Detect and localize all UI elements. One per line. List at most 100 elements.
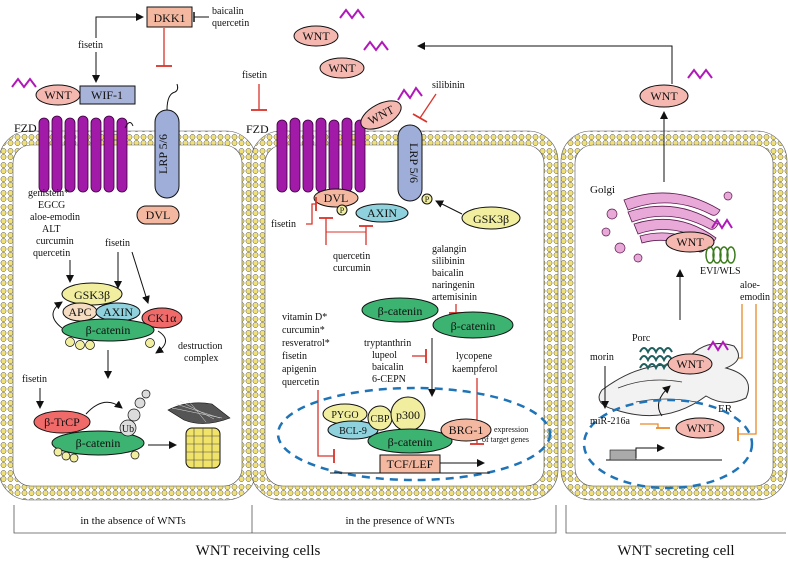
- wnt-middle-squiggle: [397, 86, 423, 101]
- gsk-middle: [461, 206, 521, 230]
- silibinin-inhibit: [419, 93, 437, 119]
- mir216a-label: miR-216a: [590, 416, 631, 427]
- wnt-right-top: [639, 84, 689, 108]
- aloe-emodin-line1: aloe-: [740, 280, 760, 291]
- wnt-golgi-label: WNT: [676, 235, 704, 249]
- wnt-right-top-label: WNT: [650, 89, 678, 103]
- dvl-left-label: DVL: [146, 208, 171, 222]
- axin-middle: [355, 203, 409, 223]
- gsk-middle-label: GSK3β: [473, 212, 509, 226]
- dkk1-inhibitor-1: baicalin: [212, 6, 244, 17]
- bcat-inhibitor-4: 6-CEPN: [372, 374, 406, 385]
- gsk-middle-inhibitor-2: silibinin: [432, 256, 465, 267]
- wif1-label: WIF-1: [91, 88, 123, 102]
- aloe-emodin-line2: emodin: [740, 292, 770, 303]
- bcl9-label: BCL-9: [339, 426, 367, 437]
- fzd-middle-label: FZD: [246, 122, 269, 136]
- btrcp-ub-arrow: [85, 400, 123, 415]
- secreting-cell-label: WNT secreting cell: [617, 543, 734, 559]
- bcat-left-degraded: [51, 430, 145, 456]
- lrp-middle: [397, 124, 423, 202]
- left-inhibitor-6: quercetin: [33, 248, 70, 259]
- lrp-phospho-label: P: [425, 195, 430, 204]
- wnt-free-2: [319, 57, 365, 79]
- dvl-middle: [313, 188, 359, 208]
- silibinin-top: silibinin: [432, 80, 465, 91]
- brg1-label: BRG-1: [449, 423, 484, 437]
- gene-promoter: [609, 449, 637, 461]
- pygo-label: PYGO: [331, 410, 358, 421]
- transcription-arrow-right: [635, 444, 665, 458]
- p300-label: p300: [396, 408, 420, 422]
- wnt-er: [667, 353, 713, 375]
- gsk-left: [61, 282, 123, 306]
- secretion-arrow: [417, 42, 673, 84]
- fisetin-dvl-label: fisetin: [271, 219, 296, 230]
- bcat-middle-2: [432, 311, 514, 339]
- nuclear-inhibit-line: [317, 390, 334, 457]
- bcat-inhibitor-1: tryptanthrin: [364, 338, 411, 349]
- fisetin-dvl-inhibit: [306, 203, 316, 225]
- evi-wls-label: EVI/WLS: [700, 266, 741, 277]
- golgi-label: Golgi: [590, 184, 615, 196]
- wnt-er-squiggle: [707, 340, 729, 352]
- wnt-middle-bound: [360, 100, 402, 130]
- wnt-free-1-label: WNT: [302, 29, 330, 43]
- proteasome-icon: [167, 399, 231, 469]
- left-inhibitor-2: EGCG: [38, 200, 65, 211]
- porc-label: Porc: [632, 333, 651, 344]
- apc-left-label: APC: [68, 305, 91, 319]
- receiving-cells-label: WNT receiving cells: [196, 543, 321, 559]
- wnt-golgi: [665, 231, 715, 253]
- bcat-nucleus: [367, 428, 453, 454]
- gsk-left-label: GSK3β: [74, 288, 110, 302]
- axin-inhibitor-1: quercetin: [333, 251, 370, 262]
- cbp-label: CBP: [371, 414, 390, 425]
- fzd-left-receptor: [38, 115, 128, 193]
- dvl-phospho: [336, 204, 348, 216]
- wnt-free-2-label: WNT: [328, 61, 356, 75]
- fzd-middle-receptor: [276, 117, 366, 193]
- transcription-arrow: [439, 459, 485, 473]
- aloe-emodin-inhibit-line: [738, 304, 757, 435]
- membrane-left: [0, 130, 257, 501]
- nuclear-inhibitor-5: apigenin: [282, 364, 316, 375]
- fisetin-middle-top: fisetin: [242, 70, 267, 81]
- dkk1-box: [146, 6, 193, 28]
- tcf-inhibitor-1: lycopene: [456, 351, 493, 362]
- bcat-inhibitor-3: baicalin: [372, 362, 404, 373]
- wnt-free-1-squiggle: [339, 8, 365, 20]
- dvl-phospho-label: P: [340, 206, 345, 215]
- wnt-free-1: [293, 25, 339, 47]
- phospho-left-degraded: [53, 447, 140, 463]
- mir-inhibit-line: [640, 423, 659, 428]
- destruction-complex-line2: complex: [184, 353, 218, 364]
- lrp-middle-label: LRP 5/6: [407, 143, 421, 183]
- wnt-free-2-squiggle: [363, 40, 389, 52]
- fisetin-wif-label: fisetin: [78, 40, 103, 51]
- fisetin-btrcp-label: fisetin: [22, 374, 47, 385]
- nuclear-inhibitor-6: quercetin: [282, 377, 319, 388]
- bcat-inhibitor-2: lupeol: [372, 350, 397, 361]
- ubiquitin-chain: [119, 389, 151, 437]
- left-inhibitor-5: curcumin: [36, 236, 74, 247]
- absence-label: in the absence of WNTs: [80, 515, 185, 527]
- fzd-left-tail: [124, 122, 134, 129]
- axin-left-label: AXIN: [103, 305, 133, 319]
- btrcp-left: [33, 410, 91, 434]
- complex-cycle-arrow-left: [52, 301, 63, 329]
- ck1-left-label: CK1α: [148, 311, 178, 325]
- bcat-left-degraded-label: β-catenin: [76, 436, 121, 450]
- dkk1-label: DKK1: [154, 11, 186, 25]
- presence-label: in the presence of WNTs: [346, 515, 455, 527]
- ck1-left: [141, 307, 183, 329]
- nuclear-inhibitor-2: curcumin*: [282, 325, 325, 336]
- wnt-golgi-squiggle: [711, 218, 733, 230]
- destruction-complex-line1: destruction: [178, 341, 222, 352]
- complex-cycle-arrow-right: [155, 330, 166, 354]
- porc-icon: [639, 347, 673, 371]
- morin-label: morin: [590, 352, 614, 363]
- bcat-left-complex-label: β-catenin: [86, 323, 131, 337]
- bcat-middle-1-label: β-catenin: [378, 304, 423, 318]
- wnt-nucleus-label: WNT: [686, 421, 714, 435]
